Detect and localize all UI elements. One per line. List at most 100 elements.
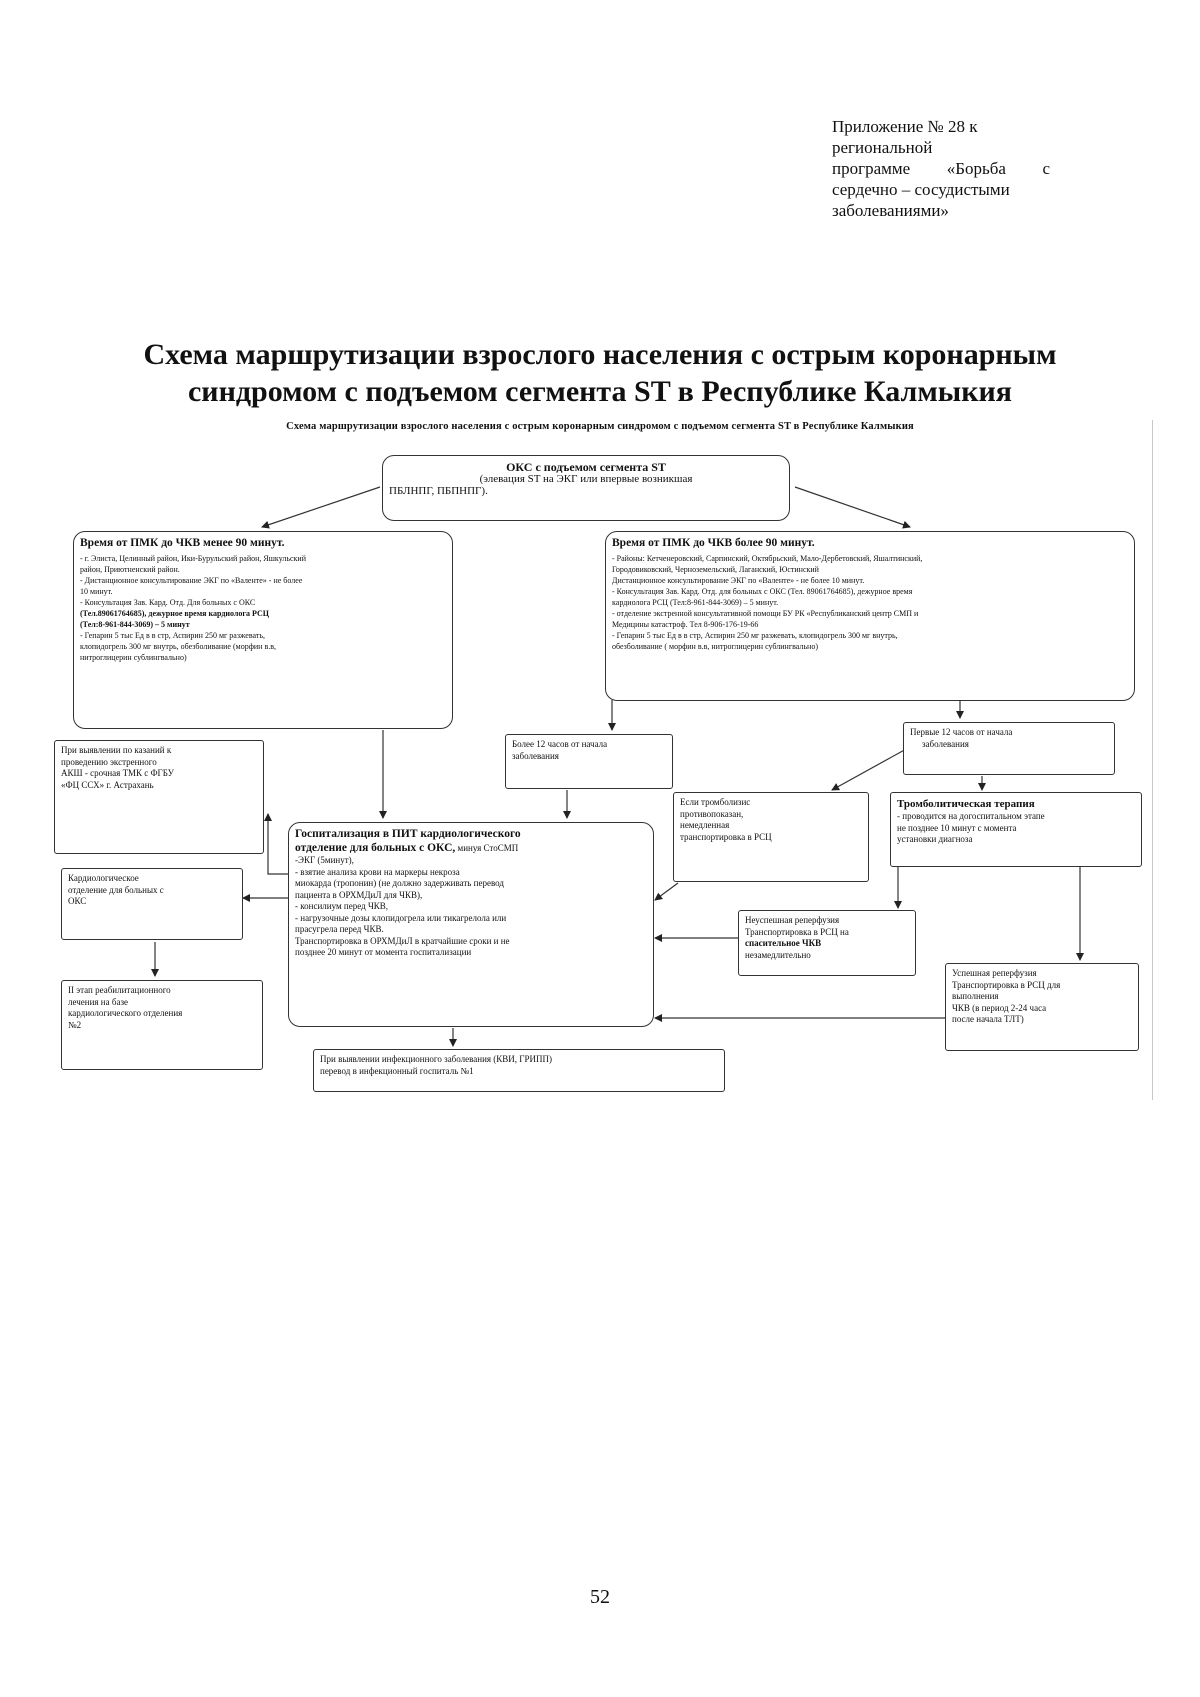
box-line: Неуспешная реперфузия [745,915,840,925]
title-line: синдромом с подъемом сегмента ST в Респу… [187,375,1013,408]
appendix-note: Приложение № 28 к региональной программе… [832,116,1050,221]
box-time-less-90: Время от ПМК до ЧКВ менее 90 минут. - г.… [73,531,453,729]
arrow-oks-to-less90 [261,486,381,529]
diagram-caption: Схема маршрутизации взрослого населения … [286,421,914,432]
box-line: прасугрела перед ЧКВ. [295,924,384,934]
box-line: ПБЛНПГ, ПБПНПГ). [389,484,488,497]
box-line: (Тел:8-961-844-3069) – 5 минут [80,620,190,629]
appendix-line: Приложение № 28 к [832,117,978,136]
box-line: Если тромболизис [680,797,751,807]
box-line: - Консультация Зав. Кард. Отд. для больн… [612,587,913,596]
box-line: спасительное ЧКВ [745,938,822,948]
box-line: ОКС [68,896,87,906]
appendix-line: сердечно – сосудистыми [832,180,1010,199]
appendix-line: региональной [832,138,933,157]
box-line: - нагрузочные дозы клопидогрела или тика… [295,912,507,923]
box-hospitalization-pit: Госпитализация в ПИТ кардиологического о… [288,822,654,1027]
appendix-word: программе [832,159,911,178]
box-line: - консилиум перед ЧКВ, [295,901,389,911]
appendix-word: с [1042,159,1050,178]
box-line: район, Приютненский район. [80,565,180,574]
box-line: нитроглицерин сублингвально) [80,653,187,662]
box-line: Более 12 часов от начала [512,739,608,749]
box-heading: Тромболитическая терапия [897,798,1035,810]
page-number: 52 [590,1586,610,1608]
box-aksh-transfer: При выявлении по казаний к проведению эк… [54,740,264,854]
box-line: обезболивание ( морфин в.в, нитроглицери… [612,642,818,651]
box-more-12-hours: Более 12 часов от начала заболевания [505,734,673,789]
box-line: после начала ТЛТ) [952,1014,1024,1024]
box-line: клопидогрель 300 мг внутрь, обезболивани… [80,642,277,651]
box-line: При выявлении инфекционного заболевания … [320,1054,552,1064]
box-line: Городовиковский, Черноземельский, Лаганс… [612,565,819,574]
box-line: транспортировка в РСЦ [680,831,772,842]
box-line: Медицины катастроф. Тел 8-906-176-19-66 [612,620,759,629]
box-time-more-90: Время от ПМК до ЧКВ более 90 минут. - Ра… [605,531,1135,701]
box-line: - Гепарин 5 тыс Ед в в стр, Аспирин 250 … [80,631,265,640]
box-line: незамедлительно [745,949,811,960]
box-line: позднее 20 минут от момента госпитализац… [295,947,472,957]
box-rehabilitation: II этап реабилитационного лечения на баз… [61,980,263,1070]
box-line: - Гепарин 5 тыс Ед в в стр, Аспирин 250 … [612,631,898,640]
box-thrombolytic-therapy: Тромболитическая терапия - проводится на… [890,792,1142,867]
box-line: заболевания [922,738,969,749]
box-line: пациента в ОРХМДиЛ для ЧКВ), [295,889,423,900]
box-line: кардиолога РСЦ (Тел:8-961-844-3069) – 5 … [612,598,779,607]
box-line: «ФЦ ССХ» г. Астрахань [61,779,154,790]
box-line: лечения на базе [68,996,128,1007]
box-line: ЧКВ (в период 2-24 часа [952,1002,1047,1013]
box-line: противопоказан, [680,808,744,819]
box-heading: отделение для больных с ОКС, [295,842,456,854]
box-line: миокарда (тропонин) (не должно задержива… [295,878,504,888]
box-line: Транспортировка в РСЦ на [745,926,849,937]
box-line: - проводится на догоспитальном этапе [897,811,1045,821]
box-line: (элевация ST на ЭКГ или впервые возникша… [479,473,693,485]
box-line: выполнения [952,991,999,1001]
box-line: Дистанционное консультирование ЭКГ по «В… [612,576,865,585]
box-line: АКШ - срочная ТМК с ФГБУ [61,768,174,778]
appendix-word: «Борьба [946,159,1006,178]
box-failed-reperfusion: Неуспешная реперфузия Транспортировка в … [738,910,916,976]
box-line: Успешная реперфузия [952,968,1037,978]
box-line: При выявлении по казаний к [61,745,172,755]
box-successful-reperfusion: Успешная реперфузия Транспортировка в РС… [945,963,1139,1051]
box-line: II этап реабилитационного [68,985,171,995]
box-cardiology-department: Кардиологическое отделение для больных с… [61,868,243,940]
box-first-12-hours: Первые 12 часов от начала заболевания [903,722,1115,775]
box-line: №2 [68,1019,82,1030]
title-line: Схема маршрутизации взрослого населения … [143,338,1057,371]
arrow-hospitalization-to-aksh [264,813,288,875]
box-line: - взятие анализа крови на маркеры некроз… [295,866,460,877]
box-oks-st-elevation: ОКС с подъемом сегмента ST (элевация ST … [382,455,790,521]
box-line: (Тел.89061764685), дежурное время кардио… [80,609,269,618]
box-line: не позднее 10 минут с момента [897,822,1017,833]
appendix-line: программе «Борьба с [832,158,1050,179]
box-line: проведению экстренного [61,756,157,767]
box-line: Транспортировка в РСЦ для [952,979,1061,990]
box-line: перевод в инфекционный госпиталь №1 [320,1065,474,1076]
box-line: - Дистанционное консультирование ЭКГ по … [80,576,303,585]
box-heading: ОКС с подъемом сегмента ST [506,460,666,474]
box-line: - Районы: Кетченеровский, Сарпинский, Ок… [612,554,923,563]
box-line: отделение для больных с [68,884,164,895]
box-line: Первые 12 часов от начала [910,727,1013,737]
arrow-oks-to-more90 [794,486,911,529]
box-line: 10 минут. [80,587,113,596]
box-infection-transfer: При выявлении инфекционного заболевания … [313,1049,725,1092]
box-line: Кардиологическое [68,873,139,883]
box-line: немедленная [680,820,730,830]
box-heading: Госпитализация в ПИТ кардиологического [295,828,521,840]
box-thrombolysis-contraindicated: Если тромболизис противопоказан, немедле… [673,792,869,882]
box-line: - отделение экстренной консультативной п… [612,609,919,618]
box-line: установки диагноза [897,834,973,844]
box-heading: Время от ПМК до ЧКВ более 90 минут. [612,537,815,549]
box-line: - г. Элиста, Целинный район, Ики-Бурульс… [80,554,306,563]
page-title: Схема маршрутизации взрослого населения … [60,336,1140,410]
arrow-contraindicated-to-hospitalization [654,882,679,901]
box-line: Транспортировка в ОРХМДиЛ в кратчайшие с… [295,935,510,946]
appendix-line: заболеваниями» [832,201,949,220]
arrow-first12-to-contraindicated [831,747,909,791]
box-heading: Время от ПМК до ЧКВ менее 90 минут. [80,537,285,549]
box-line: заболевания [512,750,559,761]
